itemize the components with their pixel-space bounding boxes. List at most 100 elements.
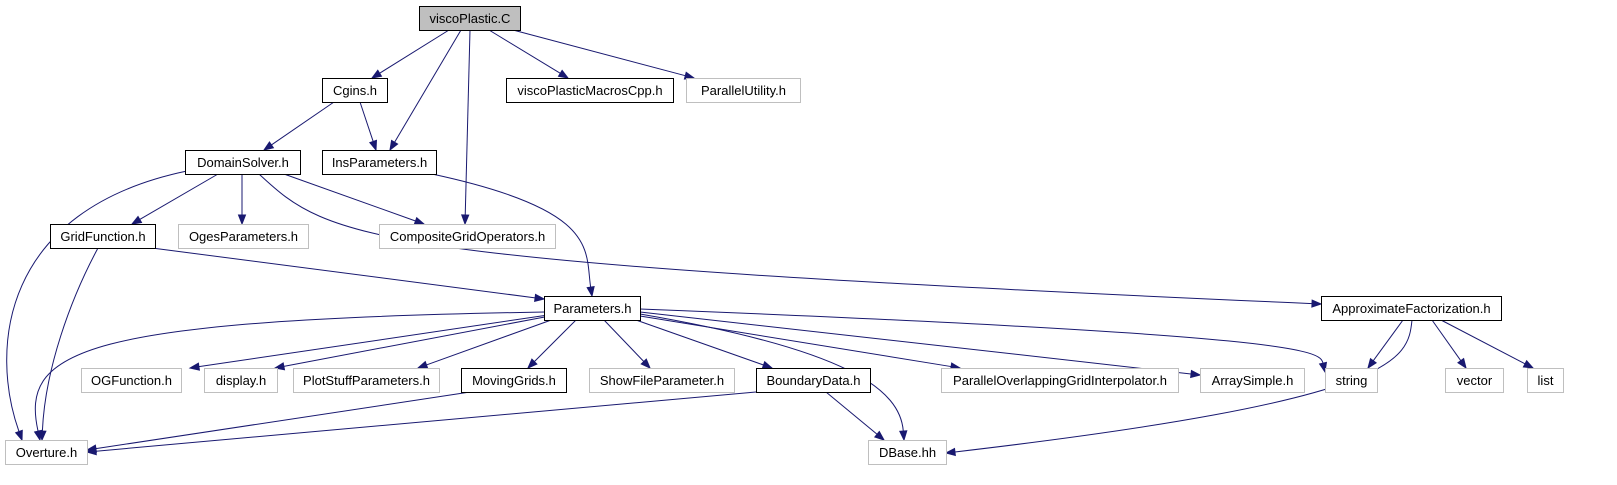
node-box <box>322 150 437 175</box>
arrowhead <box>237 214 247 226</box>
edge-line <box>34 311 546 432</box>
node-label: display.h <box>216 373 266 388</box>
edge-parameters-h-to-display-h <box>273 315 551 371</box>
edge-line <box>198 314 549 368</box>
edge-ins-parameters-h-to-parameters-h <box>431 173 595 298</box>
node-approximate-factorization-h[interactable]: ApproximateFactorization.h <box>1321 296 1502 321</box>
arrowhead <box>761 360 774 369</box>
node-box <box>1325 368 1378 393</box>
edge-boundary-data-h-to-dbase-hh <box>825 391 886 441</box>
arrowhead <box>413 216 426 225</box>
arrowhead <box>389 139 399 152</box>
node-box <box>293 368 440 393</box>
node-domain-solver-h[interactable]: DomainSolver.h <box>185 150 301 175</box>
edge-line <box>271 101 335 146</box>
edge-line <box>41 247 99 432</box>
arrowhead <box>1318 361 1328 374</box>
node-label: OGFunction.h <box>91 373 172 388</box>
edge-parameters-h-to-array-simple-h <box>639 311 1202 379</box>
arrowhead <box>944 447 956 457</box>
arrowhead <box>130 215 143 225</box>
node-label: Overture.h <box>16 445 77 460</box>
arrowhead <box>1522 359 1535 369</box>
node-label: BoundaryData.h <box>767 373 861 388</box>
node-box <box>756 368 871 393</box>
node-box <box>322 78 388 103</box>
node-ins-parameters-h[interactable]: InsParameters.h <box>322 150 437 175</box>
node-box <box>461 368 567 393</box>
node-visco-plastic-c[interactable]: viscoPlastic.C <box>419 6 521 31</box>
node-label: string <box>1336 373 1368 388</box>
node-composite-grid-operators-h: CompositeGridOperators.h <box>379 224 556 249</box>
edge-line <box>139 173 219 220</box>
edge-visco-plastic-c-to-parallel-utility-h <box>512 29 696 80</box>
arrowhead <box>461 214 470 226</box>
node-box <box>50 224 156 249</box>
edge-approximate-factorization-h-to-list <box>1440 319 1535 369</box>
edge-visco-plastic-c-to-composite-grid-operators-h <box>461 29 471 226</box>
edge-parameters-h-to-ogfunction-h <box>188 314 549 371</box>
edge-line <box>639 311 1192 375</box>
arrowhead <box>640 358 651 369</box>
node-ogfunction-h: OGFunction.h <box>81 368 182 393</box>
arrowhead <box>1457 357 1467 370</box>
node-box <box>419 6 521 31</box>
edge-line <box>603 319 645 362</box>
node-box <box>1321 296 1502 321</box>
edge-line <box>825 391 878 435</box>
node-label: DomainSolver.h <box>197 155 289 170</box>
arrowhead <box>899 430 908 442</box>
node-box <box>1200 368 1305 393</box>
edge-visco-plastic-c-to-visco-plastic-macros-cpp-h <box>488 29 570 79</box>
node-boundary-data-h[interactable]: BoundaryData.h <box>756 368 871 393</box>
node-visco-plastic-macros-cpp-h[interactable]: viscoPlasticMacrosCpp.h <box>506 78 674 103</box>
edge-cgins-h-to-domain-solver-h <box>262 101 335 151</box>
node-cgins-h[interactable]: Cgins.h <box>322 78 388 103</box>
edge-line <box>283 315 551 367</box>
nodes-layer: viscoPlastic.C Cgins.h viscoPlasticMacrosC… <box>5 6 1564 465</box>
edge-line <box>283 173 416 222</box>
node-grid-function-h[interactable]: GridFunction.h <box>50 224 156 249</box>
node-dbase-hh: DBase.hh <box>868 440 947 465</box>
node-label: CompositeGridOperators.h <box>390 229 545 244</box>
node-parameters-h[interactable]: Parameters.h <box>544 296 641 321</box>
edge-line <box>426 318 555 366</box>
edge-line <box>1431 319 1462 361</box>
node-label: ShowFileParameter.h <box>600 373 724 388</box>
node-list: list <box>1527 368 1564 393</box>
node-box <box>506 78 674 103</box>
arrowhead <box>85 446 97 456</box>
edge-boundary-data-h-to-overture-h <box>85 391 757 456</box>
node-box <box>589 368 735 393</box>
edge-line <box>359 101 374 142</box>
node-box <box>544 296 641 321</box>
node-box <box>686 78 801 103</box>
node-box <box>941 368 1179 393</box>
node-moving-grids-h[interactable]: MovingGrids.h <box>461 368 567 393</box>
node-box <box>204 368 278 393</box>
node-vector: vector <box>1445 368 1504 393</box>
edge-line <box>394 29 462 143</box>
arrowhead <box>873 430 886 441</box>
node-array-simple-h: ArraySimple.h <box>1200 368 1305 393</box>
node-box <box>379 224 556 249</box>
node-overture-h: Overture.h <box>5 440 88 465</box>
node-label: Cgins.h <box>333 83 377 98</box>
node-box <box>5 440 88 465</box>
edge-domain-solver-h-to-grid-function-h <box>130 173 219 225</box>
edge-line <box>464 29 471 216</box>
edge-domain-solver-h-to-composite-grid-operators-h <box>283 173 426 225</box>
node-label: vector <box>1457 373 1493 388</box>
edge-grid-function-h-to-parameters-h <box>151 247 546 302</box>
arrowhead <box>534 293 546 302</box>
node-label: Parameters.h <box>553 301 631 316</box>
node-label: InsParameters.h <box>332 155 427 170</box>
node-label: GridFunction.h <box>60 229 145 244</box>
node-box <box>185 150 301 175</box>
edge-line <box>635 319 764 366</box>
edge-line <box>151 247 536 299</box>
node-label: ParallelOverlappingGridInterpolator.h <box>953 373 1167 388</box>
arrowhead <box>1311 299 1323 308</box>
node-label: ArraySimple.h <box>1212 373 1294 388</box>
